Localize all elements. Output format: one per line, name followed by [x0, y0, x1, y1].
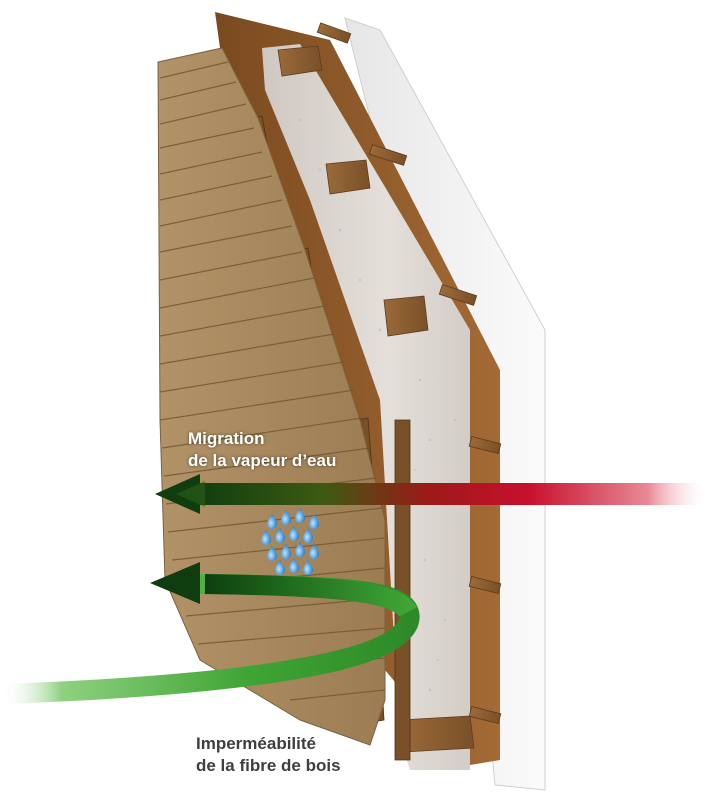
impermeability-arrow: [0, 562, 420, 704]
water-drop-icon: [261, 508, 319, 575]
vapour-migration-label-line1: Migration: [188, 429, 265, 448]
vapour-migration-arrow: [155, 474, 710, 514]
vapour-migration-label: Migration de la vapeur d’eau: [188, 428, 336, 472]
vapour-migration-label-line2: de la vapeur d’eau: [188, 451, 337, 470]
fibre-impermeability-label-line1: Imperméabilité: [196, 734, 316, 753]
insulation-layer: [262, 44, 470, 770]
fibre-impermeability-label: Imperméabilité de la fibre de bois: [196, 733, 341, 777]
fibre-impermeability-label-line2: de la fibre de bois: [196, 756, 341, 775]
